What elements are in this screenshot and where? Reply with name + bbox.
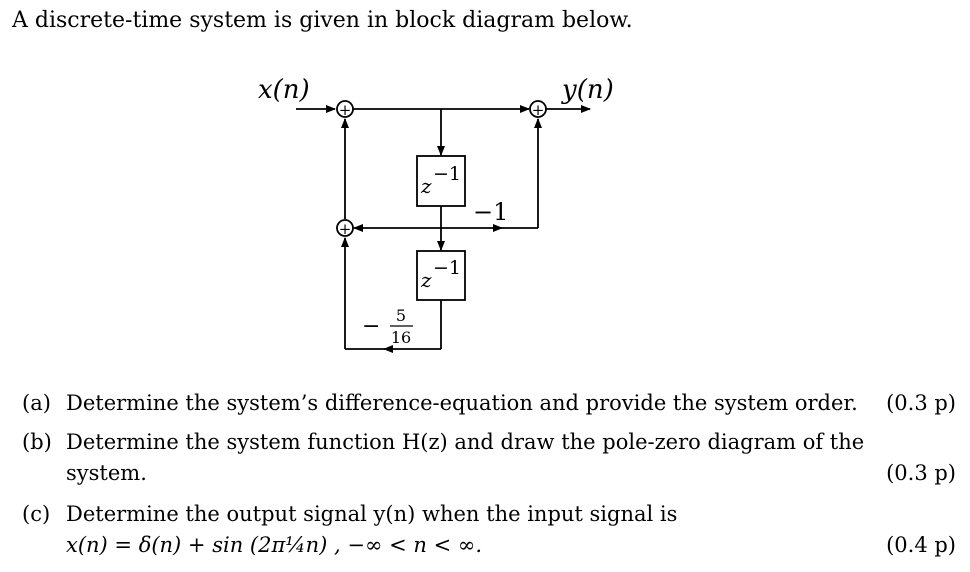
delay1-base: z bbox=[420, 174, 432, 198]
output-label: y(n) bbox=[561, 75, 614, 105]
question-a-text: Determine the system’s difference-equati… bbox=[66, 391, 858, 415]
gain-minus-one: −1 bbox=[473, 198, 508, 226]
delay2-base: z bbox=[420, 268, 432, 292]
question-b-continuation: system. bbox=[66, 461, 147, 485]
delay1-exp: −1 bbox=[433, 163, 461, 185]
adder-plus-3: + bbox=[339, 220, 352, 238]
question-c-label: (c) bbox=[22, 502, 51, 526]
delay2-exp: −1 bbox=[433, 257, 461, 279]
question-c-text: Determine the output signal y(n) when th… bbox=[66, 502, 678, 526]
delay-block-2 bbox=[416, 250, 466, 301]
gain-frac-den: 16 bbox=[391, 328, 411, 347]
question-b-label: (b) bbox=[22, 430, 52, 454]
adder-top-right bbox=[529, 100, 547, 118]
question-a-label: (a) bbox=[22, 391, 51, 415]
adder-plus-2: + bbox=[532, 101, 545, 119]
block-diagram: + + + x(n) y(n) z −1 z −1 −1 − 5 16 bbox=[258, 75, 614, 353]
gain-frac-sign: − bbox=[362, 314, 380, 339]
question-a-points: (0.3 p) bbox=[886, 391, 956, 415]
question-c-points: (0.4 p) bbox=[886, 533, 956, 557]
intro-text: A discrete-time system is given in block… bbox=[12, 8, 633, 33]
delay-block-1 bbox=[416, 155, 466, 207]
input-label: x(n) bbox=[258, 75, 310, 105]
adder-top-left bbox=[336, 100, 354, 118]
adder-plus-1: + bbox=[339, 101, 352, 119]
question-c-input-formula: x(n) = δ(n) + sin (2π¼n) , −∞ < n < ∞. bbox=[66, 533, 483, 557]
adder-mid-left bbox=[336, 219, 354, 237]
question-b-points: (0.3 p) bbox=[886, 461, 956, 485]
question-b-text: Determine the system function H(z) and d… bbox=[66, 430, 865, 454]
gain-frac-num: 5 bbox=[396, 306, 406, 325]
